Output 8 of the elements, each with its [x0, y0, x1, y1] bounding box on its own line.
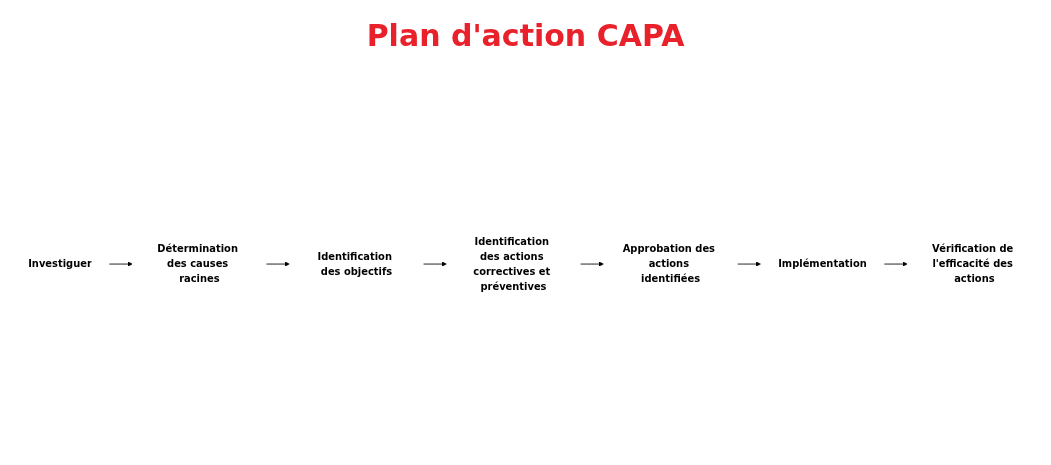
node-text: Vérification de l'efficacité des actions [931, 242, 1013, 285]
node-text: Implémentation [777, 257, 867, 270]
node-text: Détermination des causes racines [156, 242, 238, 285]
node-text: Identification des actions correctives et préventives [472, 235, 550, 292]
node-text: Investiguer [27, 257, 92, 270]
node-text: Approbation des actions identifiées [622, 242, 715, 285]
node-text: Identification des objectifs [317, 250, 392, 277]
diagram-title: Plan d'action CAPA [366, 18, 685, 53]
